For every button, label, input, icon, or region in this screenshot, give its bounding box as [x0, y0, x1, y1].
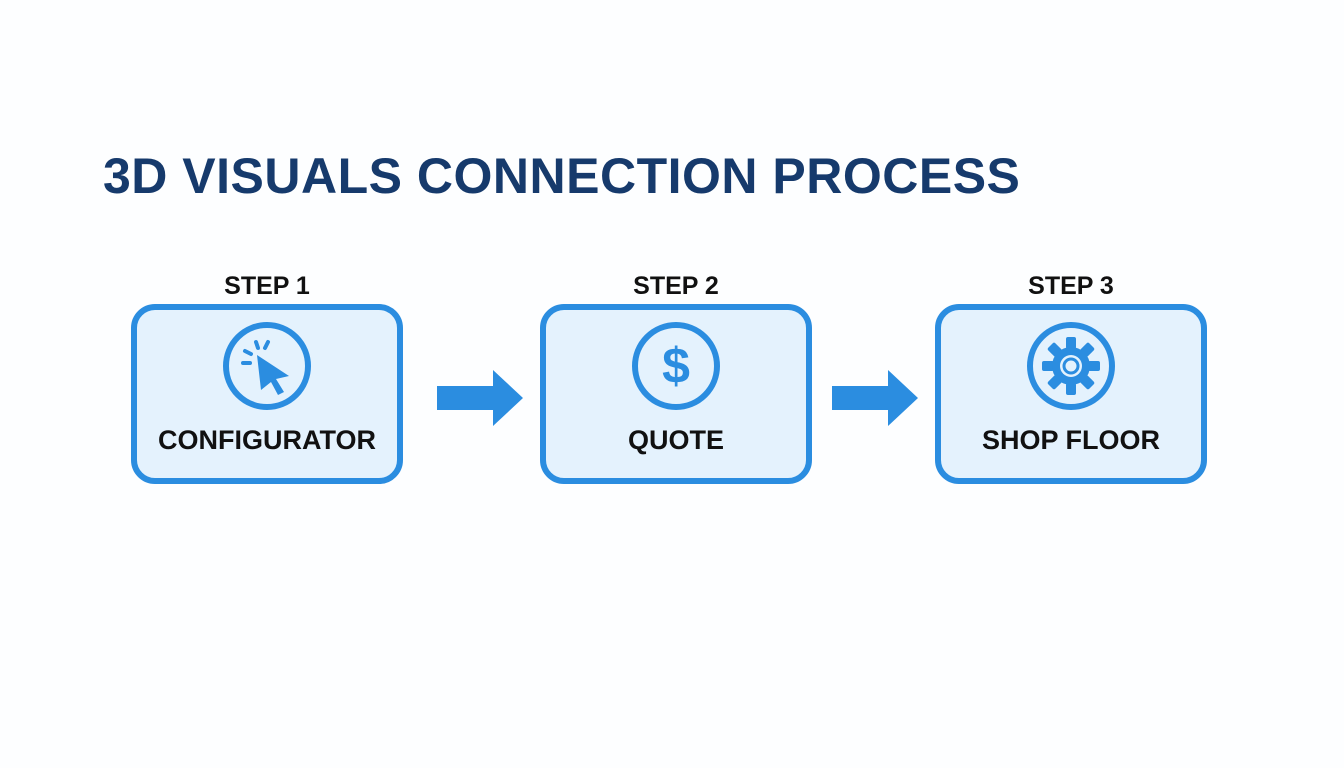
svg-text:$: $ — [662, 338, 690, 394]
gear-icon — [1025, 320, 1117, 412]
step-3-box: SHOP FLOOR — [935, 304, 1207, 484]
step-1-name: CONFIGURATOR — [158, 425, 376, 455]
step-1: STEP 1 CONFIGURATOR — [131, 270, 403, 484]
cursor-click-icon — [221, 320, 313, 412]
step-1-label: STEP 1 — [224, 272, 310, 300]
step-1-box: CONFIGURATOR — [131, 304, 403, 484]
step-3-label: STEP 3 — [1028, 272, 1114, 300]
dollar-icon: $ — [630, 320, 722, 412]
step-3: STEP 3 — [935, 270, 1207, 484]
arrow-right-icon — [437, 368, 525, 428]
step-3-name: SHOP FLOOR — [981, 425, 1161, 455]
step-2-name: QUOTE — [627, 425, 724, 455]
page-title: 3D VISUALS CONNECTION PROCESS — [103, 148, 1021, 204]
step-2-label: STEP 2 — [633, 272, 719, 300]
step-2-box: $ QUOTE — [540, 304, 812, 484]
step-2: STEP 2 $ QUOTE — [540, 270, 812, 484]
arrow-right-icon — [832, 368, 920, 428]
